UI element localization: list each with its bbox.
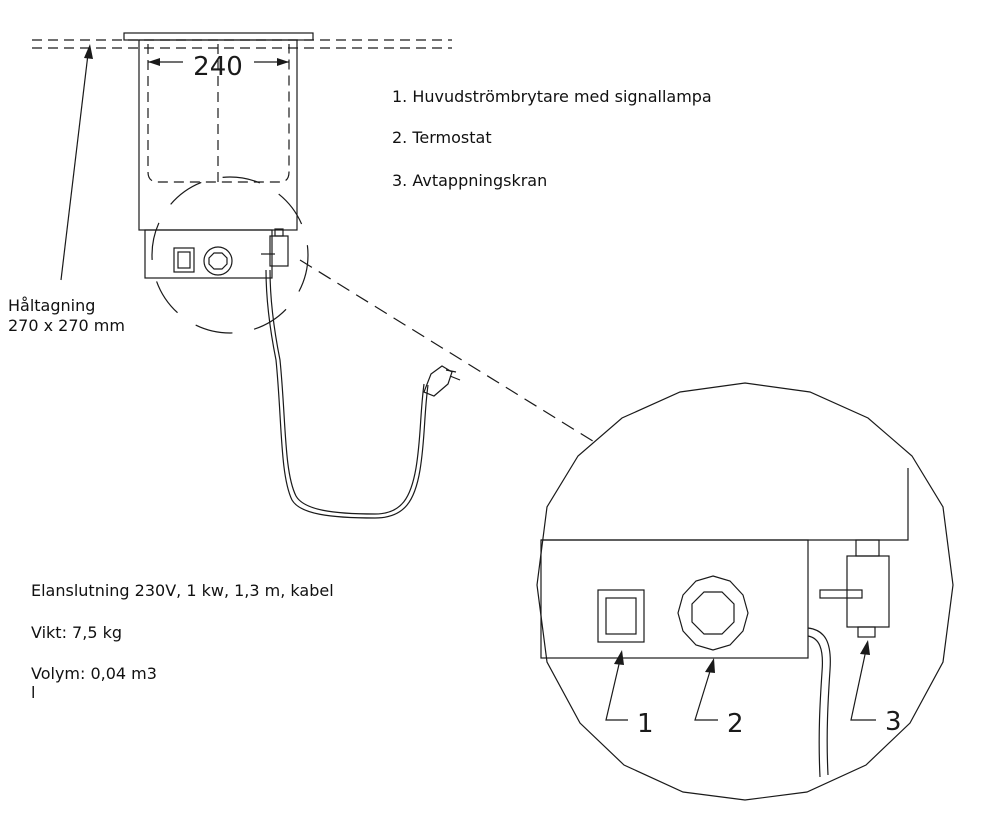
detail-well-body <box>541 468 909 541</box>
callout-3: 3 <box>885 707 902 737</box>
detail-control-box <box>540 539 809 659</box>
legend-item-3: 3. Avtappningskran <box>392 171 548 190</box>
spec-weight: Vikt: 7,5 kg <box>31 623 123 642</box>
detail-drain-stem <box>855 539 880 557</box>
thermostat-core-small <box>208 252 228 270</box>
detail-thermostat-core <box>691 591 735 635</box>
power-cable <box>265 269 429 519</box>
countertop-lines <box>32 39 452 49</box>
hole-circle <box>151 176 309 334</box>
hole-note-title: Håltagning <box>8 296 96 315</box>
power-plug <box>423 365 461 397</box>
hole-leader <box>60 53 89 281</box>
spec-volume-unit: l <box>31 683 36 702</box>
top-flange <box>123 32 314 41</box>
legend-item-1: 1. Huvudströmbrytare med signallampa <box>392 87 712 106</box>
inner-container <box>147 44 290 183</box>
thermostat-knob-small <box>203 246 233 276</box>
detail-cable <box>807 627 831 776</box>
callout-leaders <box>605 640 876 721</box>
detail-drain-valve <box>846 555 890 628</box>
dimension-label: 240 <box>193 52 243 82</box>
dimension-240 <box>148 58 289 66</box>
callout-2: 2 <box>727 709 744 739</box>
detail-link <box>299 259 597 444</box>
detail-thermostat-knob <box>677 575 749 651</box>
detail-switch-outer <box>597 589 645 643</box>
drain-valve-small <box>269 235 289 267</box>
legend-item-2: 2. Termostat <box>392 128 492 147</box>
spec-volume: Volym: 0,04 m3 <box>31 664 157 683</box>
switch-inner-small <box>177 251 191 269</box>
drain-stem-small <box>274 228 284 237</box>
detail-circle <box>536 382 954 801</box>
hole-note-size: 270 x 270 mm <box>8 316 125 335</box>
detail-switch-inner <box>605 597 637 635</box>
callout-1: 1 <box>637 709 654 739</box>
spec-electrical: Elanslutning 230V, 1 kw, 1,3 m, kabel <box>31 581 334 600</box>
detail-drain-handle <box>819 589 863 599</box>
detail-drain-tip <box>857 626 876 638</box>
switch-outer-small <box>173 247 195 273</box>
